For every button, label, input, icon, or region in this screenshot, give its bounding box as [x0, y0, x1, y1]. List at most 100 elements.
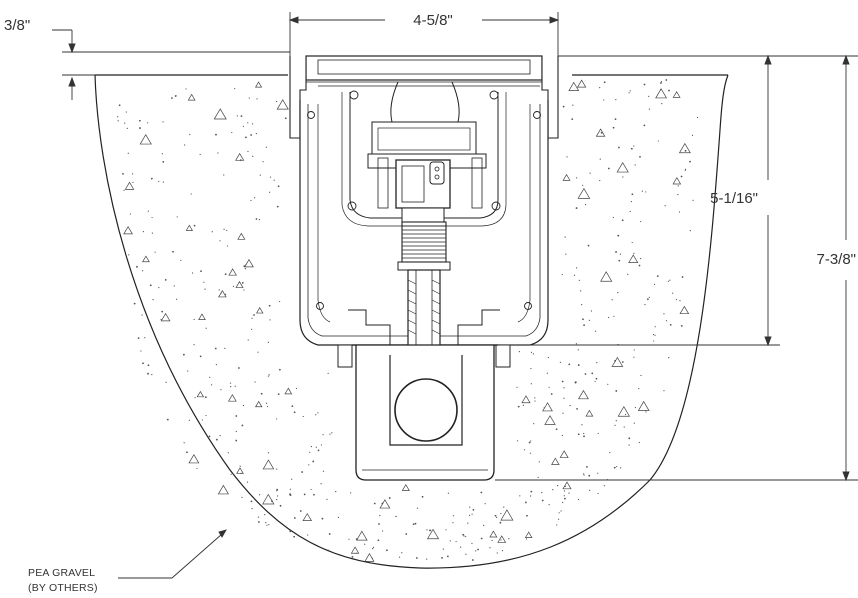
gravel-speck — [122, 172, 124, 175]
gravel-speck — [278, 368, 281, 371]
gravel-speck — [491, 539, 493, 542]
gravel-speck — [583, 324, 585, 327]
gravel-stone — [254, 81, 263, 88]
gravel-speck — [273, 179, 275, 181]
gravel-speck — [644, 303, 646, 306]
gravel-speck — [530, 351, 533, 353]
gravel-speck — [250, 199, 252, 202]
gravel-speck — [652, 333, 655, 336]
gravel-speck — [421, 495, 424, 498]
gravel-speck — [455, 540, 457, 543]
gravel-speck — [162, 160, 165, 163]
gravel-speck — [465, 553, 467, 555]
gravel-speck — [241, 282, 244, 284]
gravel-speck — [654, 334, 656, 336]
gravel-speck — [331, 432, 333, 434]
gravel-speck — [571, 118, 574, 121]
gravel-speck — [555, 428, 558, 431]
gravel-speck — [144, 337, 146, 339]
gravel-speck — [582, 184, 584, 186]
gravel-speck — [537, 476, 539, 478]
gravel-speck — [248, 97, 250, 99]
note-line-2: (BY OTHERS) — [28, 582, 98, 594]
gravel-speck — [377, 539, 380, 542]
gravel-speck — [664, 205, 666, 207]
gravel-speck — [526, 514, 528, 517]
gravel-stone — [217, 484, 230, 495]
gravel-speck — [556, 485, 559, 487]
gravel-speck — [241, 496, 243, 498]
gravel-stone — [124, 181, 135, 190]
gravel-speck — [129, 213, 131, 215]
gravel-speck — [580, 290, 582, 292]
gravel-speck — [672, 292, 674, 294]
gravel-speck — [441, 556, 443, 559]
gravel-speck — [668, 357, 670, 359]
gravel-speck — [590, 310, 593, 312]
gravel-speck — [142, 362, 144, 365]
gravel-speck — [245, 264, 247, 266]
gravel-stone — [500, 509, 514, 521]
gravel-speck — [669, 323, 672, 326]
gravel-speck — [232, 285, 235, 288]
gravel-speck — [326, 498, 328, 500]
gravel-speck — [633, 422, 635, 424]
note-leader — [118, 529, 227, 579]
gravel-speck — [307, 534, 309, 536]
gravel-speck — [275, 499, 278, 501]
gravel-speck — [653, 283, 656, 285]
gravel-speck — [692, 199, 694, 201]
gravel-speck — [224, 293, 227, 296]
gravel-speck — [675, 298, 677, 301]
gravel-speck — [560, 510, 562, 512]
gravel-speck — [166, 418, 169, 421]
gravel-stone — [559, 450, 569, 458]
gravel-speck — [667, 280, 669, 282]
gravel-stone — [235, 152, 245, 161]
gravel-speck — [276, 495, 279, 497]
gravel-speck — [194, 397, 196, 399]
gravel-speck — [315, 446, 317, 448]
gravel-stone — [237, 232, 246, 240]
gravel-speck — [500, 512, 502, 515]
gravel-speck — [547, 356, 549, 359]
gravel-speck — [183, 442, 185, 444]
gravel-speck — [541, 491, 543, 494]
gravel-speck — [518, 351, 520, 353]
gravel-speck — [656, 275, 659, 277]
gravel-speck — [477, 548, 479, 551]
gravel-speck — [268, 304, 271, 307]
gravel-speck — [226, 245, 229, 247]
gravel-stone — [235, 280, 244, 288]
gravel-speck — [680, 324, 683, 327]
gravel-speck — [309, 451, 311, 453]
gravel-speck — [522, 404, 525, 406]
gravel-speck — [563, 495, 565, 497]
gravel-speck — [277, 185, 280, 188]
gravel-speck — [257, 516, 260, 518]
gravel-speck — [269, 176, 272, 178]
gravel-speck — [147, 364, 150, 367]
gravel-speck — [500, 539, 502, 541]
gravel-speck — [164, 278, 167, 281]
gravel-speck — [689, 160, 691, 163]
gravel-speck — [415, 557, 418, 559]
gravel-speck — [459, 546, 462, 548]
gravel-speck — [630, 200, 632, 203]
gravel-speck — [267, 341, 269, 344]
gravel-speck — [117, 116, 119, 118]
gravel-speck — [638, 387, 640, 390]
gravel-speck — [684, 149, 687, 152]
gravel-speck — [624, 413, 627, 416]
gravel-speck — [587, 244, 590, 247]
gravel-stone — [551, 457, 560, 465]
gravel-speck — [615, 251, 617, 253]
gravel-speck — [356, 552, 358, 554]
gravel-stone — [213, 108, 227, 120]
gravel-speck — [284, 117, 287, 120]
gravel-speck — [211, 231, 213, 233]
gravel-speck — [401, 552, 403, 554]
gravel-stone — [139, 134, 152, 145]
gravel-speck — [578, 279, 580, 281]
gravel-speck — [247, 150, 249, 153]
